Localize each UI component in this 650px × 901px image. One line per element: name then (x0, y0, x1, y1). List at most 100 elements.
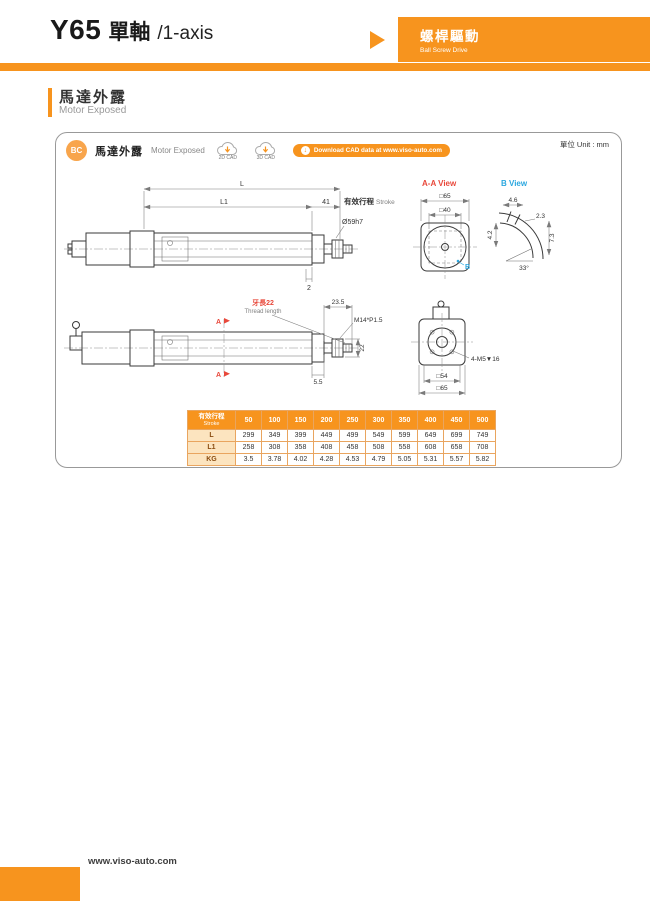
arrow-right-icon (370, 31, 385, 49)
table-cell: 699 (443, 429, 470, 442)
table-cell: 508 (365, 441, 392, 454)
table-cell: 499 (339, 429, 366, 442)
cad-2d-label: 2D CAD (218, 154, 237, 161)
bottom-side-view-drawing: A A 23.5 牙長22 Thread length M14*P1.5 22 (64, 298, 383, 386)
table-row-L: L 299 349 399 449 499 549 599 649 699 74… (187, 429, 496, 442)
row-label-KG: KG (187, 453, 236, 466)
drive-type-zh: 螺桿驅動 (420, 29, 480, 44)
table-header-stroke-zh: 有效行程 (198, 413, 225, 420)
series-title-en: /1-axis (157, 23, 214, 44)
table-cell: 558 (391, 441, 418, 454)
stroke-label-en: Stroke (376, 199, 395, 206)
detail-b-label: B (465, 264, 470, 271)
dim-4-6-label: 4.6 (508, 197, 517, 204)
table-cell: 449 (313, 429, 340, 442)
section-accent-bar (48, 88, 52, 117)
table-cell: 4.53 (339, 453, 366, 466)
dim-23-5-label: 23.5 (332, 299, 345, 306)
bolt-spec-label: 4-M5▼16 (471, 356, 500, 363)
end-view-drawing: 4-M5▼16 □54 □65 (411, 300, 500, 396)
table-col-header: 150 (287, 410, 314, 430)
table-col-header: 350 (391, 410, 418, 430)
drive-type-banner: 螺桿驅動 Ball Screw Drive (398, 17, 650, 62)
table-cell: 4.28 (313, 453, 340, 466)
table-cell: 4.79 (365, 453, 392, 466)
thread-length-label-en: Thread length (244, 309, 281, 315)
shaft-diameter-label: Ø59h7 (342, 219, 363, 226)
table-cell: 5.31 (417, 453, 444, 466)
panel-title-zh: 馬達外露 (95, 145, 143, 158)
table-col-header: 250 (339, 410, 366, 430)
table-col-header: 450 (443, 410, 470, 430)
cad-3d-download[interactable]: 3D CAD (251, 141, 281, 161)
row-label-L1: L1 (187, 441, 236, 454)
drawing-panel: 單位 Unit : mm BC 馬達外露 Motor Exposed 2D CA… (55, 132, 622, 468)
table-cell: 3.78 (261, 453, 288, 466)
dim-L-label: L (240, 181, 244, 188)
page-title: Y65 單軸 /1-axis (50, 14, 213, 46)
table-col-header: 200 (313, 410, 340, 430)
table-cell: 5.05 (391, 453, 418, 466)
dim-41-label: 41 (322, 199, 330, 206)
dim-sq40-label: □40 (439, 207, 451, 214)
panel-header: BC 馬達外露 Motor Exposed 2D CAD 3D CAD ↓ D (66, 140, 450, 161)
stroke-table-wrapper: 有效行程 Stroke 50 100 150 200 250 300 350 4… (187, 410, 496, 466)
table-col-header: 100 (261, 410, 288, 430)
technical-drawing: L L1 41 有效行程 Stroke Ø59h7 2 A-A View □65 (64, 179, 556, 396)
unit-label: 單位 Unit : mm (559, 140, 609, 149)
section-title-zh: 馬達外露 (59, 89, 128, 106)
view-b-title: B View (501, 179, 528, 188)
download-arrow-icon: ↓ (300, 146, 310, 155)
bc-badge: BC (66, 140, 87, 161)
table-cell: 599 (391, 429, 418, 442)
cloud-download-icon (254, 141, 275, 155)
thread-length-label-zh: 牙長22 (252, 298, 274, 307)
table-cell: 358 (287, 441, 314, 454)
footer-accent-block (0, 867, 80, 901)
table-cell: 5.82 (469, 453, 496, 466)
table-cell: 708 (469, 441, 496, 454)
model-name: Y65 (50, 14, 102, 45)
table-col-header: 50 (235, 410, 262, 430)
drive-type-en: Ball Screw Drive (420, 47, 468, 54)
stroke-dimension-table: 有效行程 Stroke 50 100 150 200 250 300 350 4… (187, 410, 496, 466)
table-cell: 458 (339, 441, 366, 454)
dim-sq65-end-label: □65 (436, 385, 448, 392)
table-cell: 349 (261, 429, 288, 442)
view-b-drawing: B View 4.6 2.3 4.2 7.3 33° (487, 179, 556, 272)
table-cell: 749 (469, 429, 496, 442)
view-aa-title: A-A View (422, 179, 457, 188)
stroke-label-zh: 有效行程 (344, 196, 374, 206)
download-cad-label: Download CAD data at www.viso-auto.com (313, 147, 442, 154)
table-cell: 3.5 (235, 453, 262, 466)
section-a-marker-bottom: A (216, 372, 221, 379)
cad-3d-label: 3D CAD (256, 154, 275, 161)
table-cell: 549 (365, 429, 392, 442)
download-cad-button[interactable]: ↓ Download CAD data at www.viso-auto.com (292, 144, 450, 157)
cloud-download-icon (216, 141, 237, 155)
table-cell: 299 (235, 429, 262, 442)
table-row-KG: KG 3.5 3.78 4.02 4.28 4.53 4.79 5.05 5.3… (187, 453, 496, 466)
table-cell: 658 (443, 441, 470, 454)
table-col-header: 300 (365, 410, 392, 430)
table-col-header: 400 (417, 410, 444, 430)
table-header-stroke-en: Stroke (203, 421, 220, 427)
dim-m14-label: M14*P1.5 (354, 317, 383, 324)
series-title-zh: 單軸 (108, 21, 151, 44)
accent-divider (0, 63, 650, 71)
table-header-stroke: 有效行程 Stroke (187, 410, 236, 430)
table-cell: 408 (313, 441, 340, 454)
table-cell: 5.57 (443, 453, 470, 466)
panel-title-en: Motor Exposed (151, 146, 205, 155)
dim-5-5-label: 5.5 (313, 379, 322, 386)
top-side-view-drawing: L L1 41 有效行程 Stroke Ø59h7 2 (64, 181, 395, 292)
table-cell: 258 (235, 441, 262, 454)
cad-2d-download[interactable]: 2D CAD (213, 141, 243, 161)
footer-website: www.viso-auto.com (88, 856, 177, 867)
row-label-L: L (187, 429, 236, 442)
view-aa-drawing: A-A View □65 □40 B (413, 179, 477, 279)
dim-sq65-label: □65 (439, 193, 451, 200)
dim-22-label: 22 (359, 344, 366, 352)
dim-33deg-label: 33° (519, 264, 529, 272)
